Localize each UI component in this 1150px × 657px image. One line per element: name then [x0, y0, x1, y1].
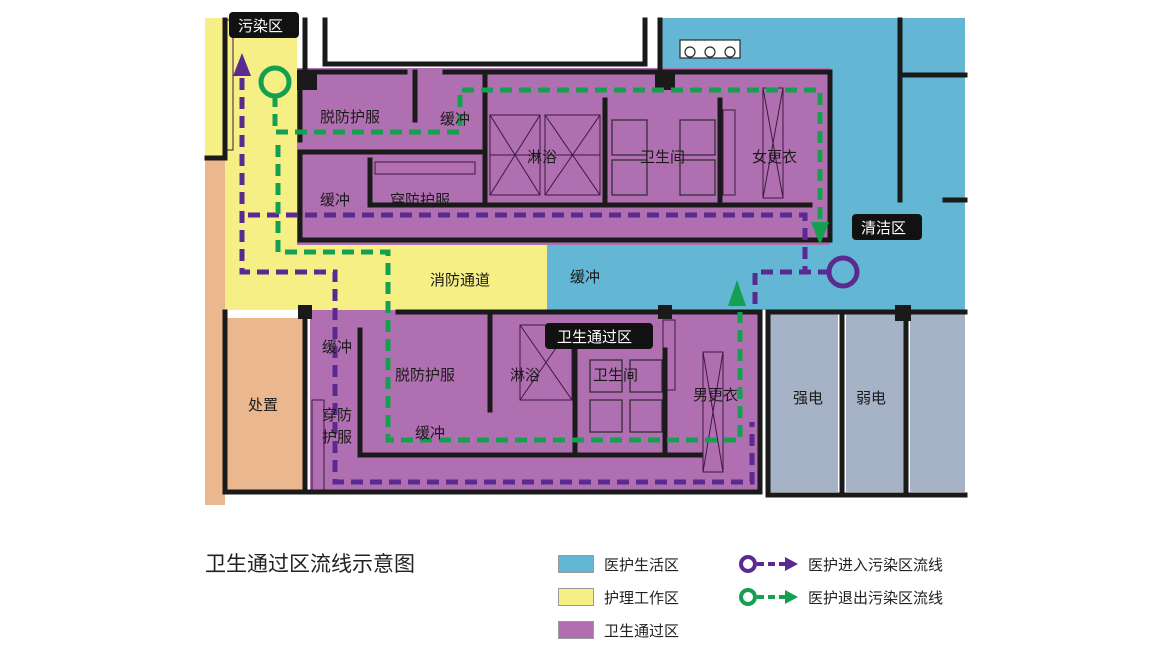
- svg-text:污染区: 污染区: [238, 17, 283, 35]
- label-shower-upper: 淋浴: [527, 148, 557, 166]
- label-toilet-lower: 卫生间: [593, 366, 638, 384]
- area-work: [205, 18, 547, 345]
- zone-tag-contaminated: 污染区: [229, 12, 299, 38]
- label-don-lower-1: 穿防: [322, 406, 352, 424]
- legend-area-living: 医护生活区: [558, 553, 679, 575]
- legend-label-exit: 医护退出污染区流线: [808, 588, 944, 607]
- legend-exit-line-icon: [739, 588, 798, 606]
- svg-text:清洁区: 清洁区: [861, 219, 906, 237]
- label-doff-upper: 脱防护服: [320, 108, 380, 126]
- label-don-upper: 穿防护服: [390, 191, 450, 209]
- room-labels: 脱防护服 缓冲 淋浴 卫生间 女更衣 缓冲 穿防护服 消防通道 缓冲 处置 缓冲…: [248, 108, 886, 446]
- svg-text:卫生通过区: 卫生通过区: [557, 328, 632, 346]
- zone-tag-sanitary: 卫生通过区: [545, 323, 653, 349]
- label-weak-power: 弱电: [856, 389, 886, 407]
- label-don-lower-2: 护服: [322, 428, 352, 446]
- area-electrical: [770, 310, 965, 492]
- label-male-changing: 男更衣: [693, 386, 738, 404]
- exit-arrow-up: [728, 280, 746, 306]
- label-strong-power: 强电: [793, 389, 823, 407]
- exit-start-marker: [258, 65, 292, 99]
- legend-swatch-work: [558, 588, 594, 606]
- enter-arrow-head: [233, 53, 251, 76]
- area-disposal: [205, 160, 225, 505]
- columns: [297, 70, 911, 321]
- exit-arrow-down: [811, 222, 829, 245]
- label-buffer-lower: 缓冲: [415, 424, 445, 442]
- label-buffer-mid: 缓冲: [320, 191, 350, 209]
- label-buffer-right: 缓冲: [570, 268, 600, 286]
- enter-start-marker: [826, 255, 860, 289]
- label-buffer-left: 缓冲: [322, 338, 352, 356]
- label-buffer-upper: 缓冲: [440, 110, 470, 128]
- label-toilet-upper: 卫生间: [640, 148, 685, 166]
- walls: [204, 17, 968, 498]
- legend-label-living: 医护生活区: [604, 555, 680, 574]
- legend-area-passage: 卫生通过区: [558, 619, 679, 641]
- enter-flow-line: [239, 78, 830, 485]
- legend-flow-exit: 医护退出污染区流线: [738, 586, 943, 608]
- locker-hatching: [224, 19, 784, 491]
- legend-area-work: 护理工作区: [558, 586, 679, 608]
- legend-label-work: 护理工作区: [604, 588, 680, 607]
- legend-flow-enter: 医护进入污染区流线: [738, 553, 943, 575]
- zone-tag-clean: 清洁区: [852, 214, 922, 240]
- legend-enter-line-icon: [739, 555, 798, 573]
- toilet-stalls: [589, 119, 716, 433]
- exit-flow-line: [272, 87, 823, 443]
- label-fire-passage: 消防通道: [430, 271, 490, 289]
- label-female-changing: 女更衣: [752, 148, 797, 166]
- label-doff-lower: 脱防护服: [395, 366, 455, 384]
- legend-caption: 卫生通过区流线示意图: [205, 552, 415, 576]
- legend-label-passage: 卫生通过区: [604, 621, 680, 640]
- office-desk: [679, 39, 741, 59]
- legend-swatch-passage: [558, 621, 594, 639]
- label-shower-lower: 淋浴: [510, 366, 540, 384]
- area-unassigned: [325, 18, 645, 63]
- legend-label-enter: 医护进入污染区流线: [808, 555, 944, 574]
- legend-swatch-living: [558, 555, 594, 573]
- label-disposal: 处置: [248, 396, 278, 414]
